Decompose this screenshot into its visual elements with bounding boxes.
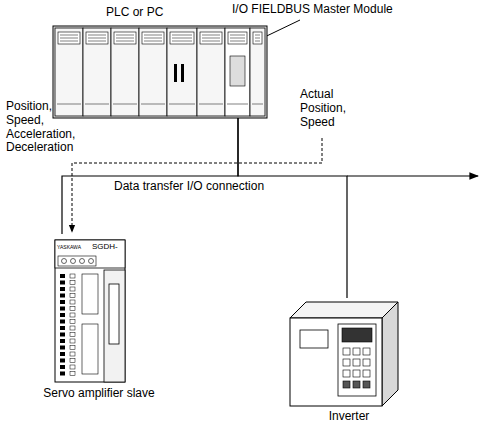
dashed-data-line — [72, 138, 322, 232]
module-callout-box: I/O FIELDBUS Master Module — [232, 3, 393, 17]
inverter-unit: Inverter — [280, 298, 418, 424]
module-callout: I/O FIELDBUS Master Module — [232, 2, 393, 16]
brand-marking-box: YASKAWA — [57, 245, 81, 251]
leader-arrow — [250, 20, 300, 44]
servo-amplifier-illustration — [20, 234, 170, 386]
signal-label: Actual Position, Speed — [300, 87, 346, 129]
bus-connector — [238, 117, 347, 298]
brand-marking: YASKAWA — [57, 244, 81, 250]
node-caption: Servo amplifier slave — [20, 387, 178, 401]
bus-label: Data transfer I/O connection — [112, 179, 266, 193]
signal-label-box: Position, Speed, Acceleration, Decelerat… — [6, 100, 86, 155]
inverter-unit-illustration — [280, 298, 410, 408]
bus-connector — [62, 117, 238, 234]
model-marking: SGDH- — [92, 242, 118, 251]
signal-label-box: Actual Position, Speed — [300, 88, 360, 129]
bus-label-box: Data transfer I/O connection — [112, 180, 266, 194]
model-marking-box: SGDH- — [92, 242, 118, 251]
node-caption: Inverter — [280, 410, 418, 424]
bus-line — [347, 175, 478, 176]
signal-label: Position, Speed, Acceleration, Decelerat… — [6, 99, 75, 154]
plc-rack-illustration — [50, 4, 270, 120]
servo-amplifier: Servo amplifier slave — [20, 234, 178, 401]
plc-rack: PLC or PC — [50, 4, 278, 117]
